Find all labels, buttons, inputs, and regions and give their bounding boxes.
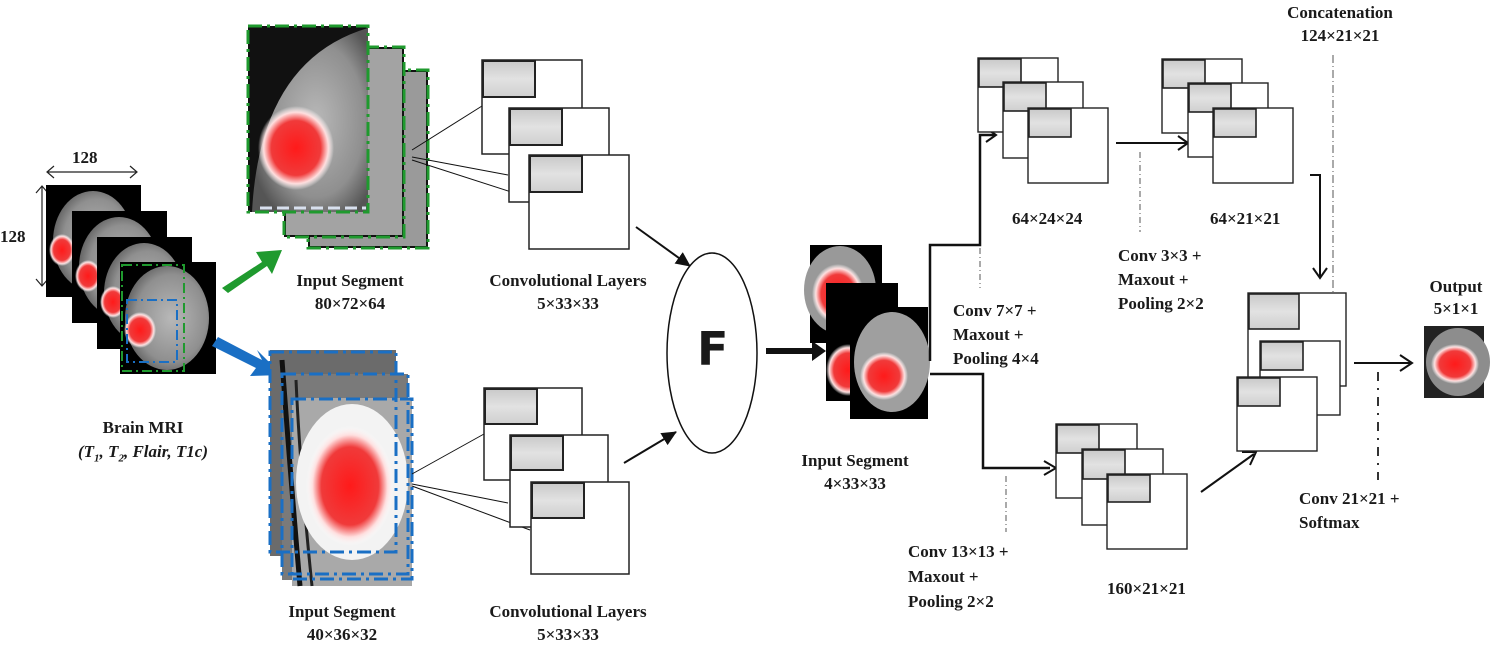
lower-input-segment [268, 350, 414, 587]
upper-conv-label: Convolutional Layers [489, 271, 647, 290]
conv3-op-line1: Conv 3×3 + [1118, 246, 1202, 265]
concatenated-maps [1236, 292, 1347, 452]
output-label: Output [1429, 277, 1483, 296]
conv13-op-line1: Conv 13×13 + [908, 542, 1009, 561]
upper-segment-dims: 80×72×64 [314, 294, 386, 313]
conv7-op-line3: Pooling 4×4 [953, 349, 1039, 368]
output-dims: 5×1×1 [1433, 299, 1479, 318]
fusion-node [666, 252, 758, 454]
segment-box-small [126, 299, 178, 363]
merged-segment-dims: 4×33×33 [824, 474, 886, 493]
output-patch [1424, 326, 1490, 398]
concatenation-dims: 124×21×21 [1300, 26, 1380, 45]
brain-mri-stack [35, 165, 216, 374]
lower-conv-layers [483, 387, 630, 575]
feature-maps-64x21x21 [1161, 58, 1294, 184]
dims-64x24x24: 64×24×24 [1012, 209, 1083, 228]
upper-segment-label: Input Segment [296, 271, 404, 290]
upper-conv-layers [481, 59, 630, 250]
lower-conv-dims: 5×33×33 [537, 625, 599, 644]
modalities-label: (T1, T2, Flair, T1c) [78, 442, 208, 465]
conv13-op-line3: Pooling 2×2 [908, 592, 994, 611]
mri-slice [120, 262, 216, 374]
lower-to-fusion-arrow [623, 431, 677, 464]
merged-segment-label: Input Segment [801, 451, 909, 470]
merged-input-segment [804, 245, 930, 419]
green-arrow [222, 250, 282, 293]
top-branch-line [928, 133, 995, 361]
feature-maps-64x24x24 [977, 57, 1109, 184]
final-op-line1: Conv 21×21 + [1299, 489, 1400, 508]
conv7-op-line1: Conv 7×7 + [953, 301, 1037, 320]
bottom-branch-line [930, 372, 1050, 470]
conv3-op-line3: Pooling 2×2 [1118, 294, 1204, 313]
lower-segment-label: Input Segment [288, 602, 396, 621]
upper-input-segment [246, 24, 430, 250]
fusion-symbol: F [697, 322, 729, 376]
dims-160x21x21: 160×21×21 [1107, 579, 1186, 598]
final-op-line2: Softmax [1299, 513, 1360, 532]
lower-segment-dims: 40×36×32 [306, 625, 378, 644]
feature-maps-160x21x21 [1055, 423, 1188, 550]
upper-conv-dims: 5×33×33 [537, 294, 599, 313]
conv13-op-line2: Maxout + [908, 567, 979, 586]
upper-to-fusion-arrow [635, 226, 691, 267]
segment-box-large [121, 264, 185, 372]
conv3-op-line2: Maxout + [1118, 270, 1189, 289]
dims-64x21x21: 64×21×21 [1210, 209, 1281, 228]
input-width-label: 128 [72, 148, 98, 167]
lower-conv-label: Convolutional Layers [489, 602, 647, 621]
blue-arrow [212, 337, 282, 376]
input-height-label: 128 [0, 227, 26, 246]
brain-mri-label: Brain MRI [102, 418, 184, 437]
conv7-op-line2: Maxout + [953, 325, 1024, 344]
concatenation-label: Concatenation [1287, 3, 1393, 22]
